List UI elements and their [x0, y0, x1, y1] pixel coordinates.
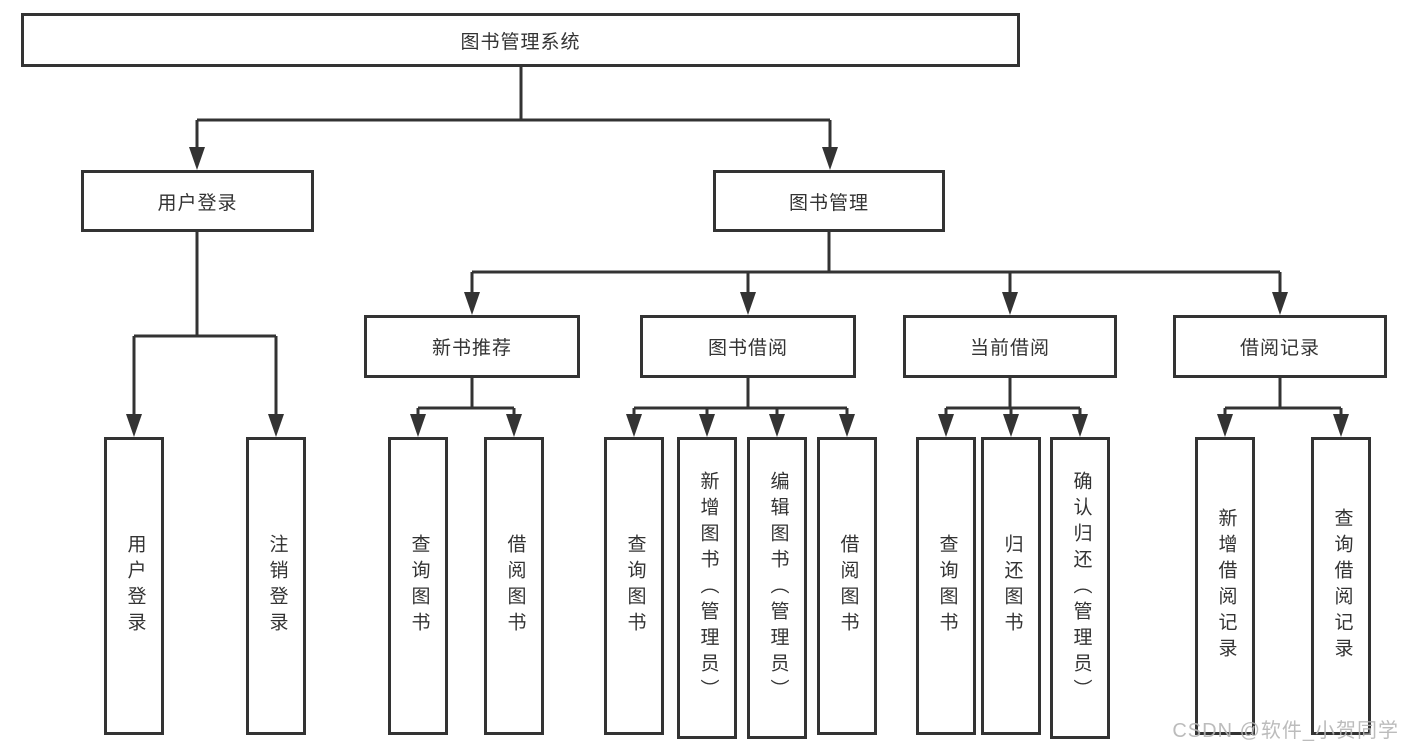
leaf-query-books-current: 查询图书: [916, 437, 976, 735]
leaf-add-book-admin: 新增图书（管理员）: [677, 437, 737, 739]
leaf-query-books-recommend: 查询图书: [388, 437, 448, 735]
node-borrow-records: 借阅记录: [1173, 315, 1387, 378]
leaf-query-books-borrow-label: 查询图书: [624, 534, 646, 638]
leaf-query-books-current-label: 查询图书: [936, 534, 958, 638]
leaf-edit-book-admin: 编辑图书（管理员）: [747, 437, 807, 739]
leaf-borrow-books: 借阅图书: [817, 437, 877, 735]
node-current-borrow-label: 当前借阅: [969, 338, 1050, 359]
leaf-borrow-books-recommend-label: 借阅图书: [504, 534, 526, 638]
leaf-query-borrow-record: 查询借阅记录: [1311, 437, 1371, 735]
node-user-login: 用户登录: [81, 170, 314, 232]
csdn-watermark: CSDN @软件_小贺同学: [1172, 720, 1399, 742]
node-system-root: 图书管理系统: [21, 13, 1020, 67]
node-current-borrow: 当前借阅: [903, 315, 1117, 378]
leaf-user-login: 用户登录: [104, 437, 164, 735]
leaf-query-books-borrow: 查询图书: [604, 437, 664, 735]
leaf-return-books: 归还图书: [981, 437, 1041, 735]
leaf-user-login-label: 用户登录: [124, 534, 146, 638]
node-new-book-recommend: 新书推荐: [364, 315, 580, 378]
node-book-management-label: 图书管理: [788, 192, 869, 214]
leaf-query-borrow-record-label: 查询借阅记录: [1331, 508, 1353, 664]
leaf-add-borrow-record-label: 新增借阅记录: [1215, 508, 1237, 664]
leaf-add-book-admin-label: 新增图书（管理员）: [697, 471, 719, 705]
leaf-confirm-return-admin-label: 确认归还（管理员）: [1070, 471, 1092, 705]
node-new-book-recommend-label: 新书推荐: [431, 338, 512, 359]
leaf-borrow-books-label: 借阅图书: [837, 534, 859, 638]
leaf-add-borrow-record: 新增借阅记录: [1195, 437, 1255, 735]
node-system-root-label: 图书管理系统: [460, 31, 581, 53]
leaf-return-books-label: 归还图书: [1001, 534, 1023, 638]
leaf-edit-book-admin-label: 编辑图书（管理员）: [767, 471, 789, 705]
node-book-borrow: 图书借阅: [640, 315, 856, 378]
node-borrow-records-label: 借阅记录: [1239, 338, 1320, 359]
leaf-confirm-return-admin: 确认归还（管理员）: [1050, 437, 1110, 739]
node-user-login-label: 用户登录: [157, 192, 238, 214]
leaf-logout-label: 注销登录: [266, 534, 288, 638]
node-book-borrow-label: 图书借阅: [707, 338, 788, 359]
node-book-management: 图书管理: [713, 170, 945, 232]
leaf-borrow-books-recommend: 借阅图书: [484, 437, 544, 735]
leaf-logout: 注销登录: [246, 437, 306, 735]
leaf-query-books-recommend-label: 查询图书: [408, 534, 430, 638]
